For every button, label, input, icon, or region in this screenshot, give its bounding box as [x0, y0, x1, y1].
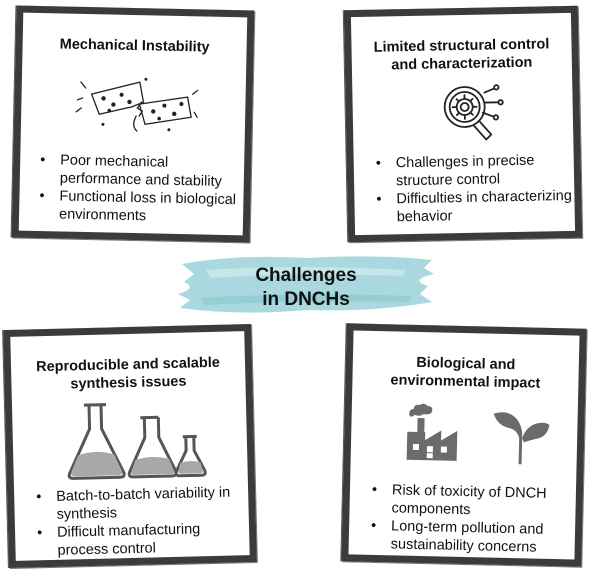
bullet-list: Challenges in precise structure control …	[374, 151, 575, 227]
broken-strip-icon	[75, 77, 199, 132]
center-title: Challenges in DNCHs	[176, 264, 436, 312]
small-flask-icon	[174, 434, 207, 478]
factory-icon	[406, 403, 458, 461]
bullet-item: Challenges in precise structure control	[374, 151, 575, 191]
bullet-item: Functional loss in biological environmen…	[37, 187, 243, 227]
bullet-item: Batch-to-batch variability in synthesis	[34, 483, 245, 524]
center-banner: Challenges in DNCHs	[176, 250, 436, 320]
card-title: Mechanical Instability	[59, 36, 210, 56]
card-environmental-impact: Biological and environmental impact Risk…	[341, 323, 587, 567]
bullet-item: Difficulties in characterizing behavior	[374, 187, 575, 227]
card-title: Limited structural control and character…	[351, 35, 572, 75]
sprout-icon	[493, 412, 550, 465]
bullet-list: Batch-to-batch variability in synthesis …	[34, 483, 246, 560]
center-title-line: in DNCHs	[262, 289, 350, 310]
flask-icons	[67, 403, 207, 480]
bullet-item: Risk of toxicity of DNCH components	[369, 481, 575, 522]
card-structural-control: Limited structural control and character…	[343, 5, 583, 243]
magnifier-gear-icon	[443, 84, 504, 141]
bullet-item: Long-term pollution and sustainability c…	[369, 517, 575, 558]
bullet-list: Risk of toxicity of DNCH components Long…	[369, 481, 576, 558]
brush-stroke-background	[178, 256, 434, 313]
bullet-item: Difficult manufacturing process control	[35, 519, 246, 560]
card-title: Biological and environmental impact	[352, 352, 579, 393]
center-title-line: Challenges	[255, 265, 357, 286]
card-synthesis-issues: Reproducible and scalable synthesis issu…	[3, 324, 257, 568]
bullet-list: Poor mechanical performance and stabilit…	[37, 151, 243, 227]
large-flask-icon	[67, 403, 126, 480]
card-title: Reproducible and scalable synthesis issu…	[11, 353, 246, 395]
card-mechanical-instability: Mechanical Instability Poor mechanical p…	[11, 5, 255, 243]
bullet-item: Poor mechanical performance and stabilit…	[38, 151, 244, 191]
title-line: environmental impact	[390, 372, 541, 392]
